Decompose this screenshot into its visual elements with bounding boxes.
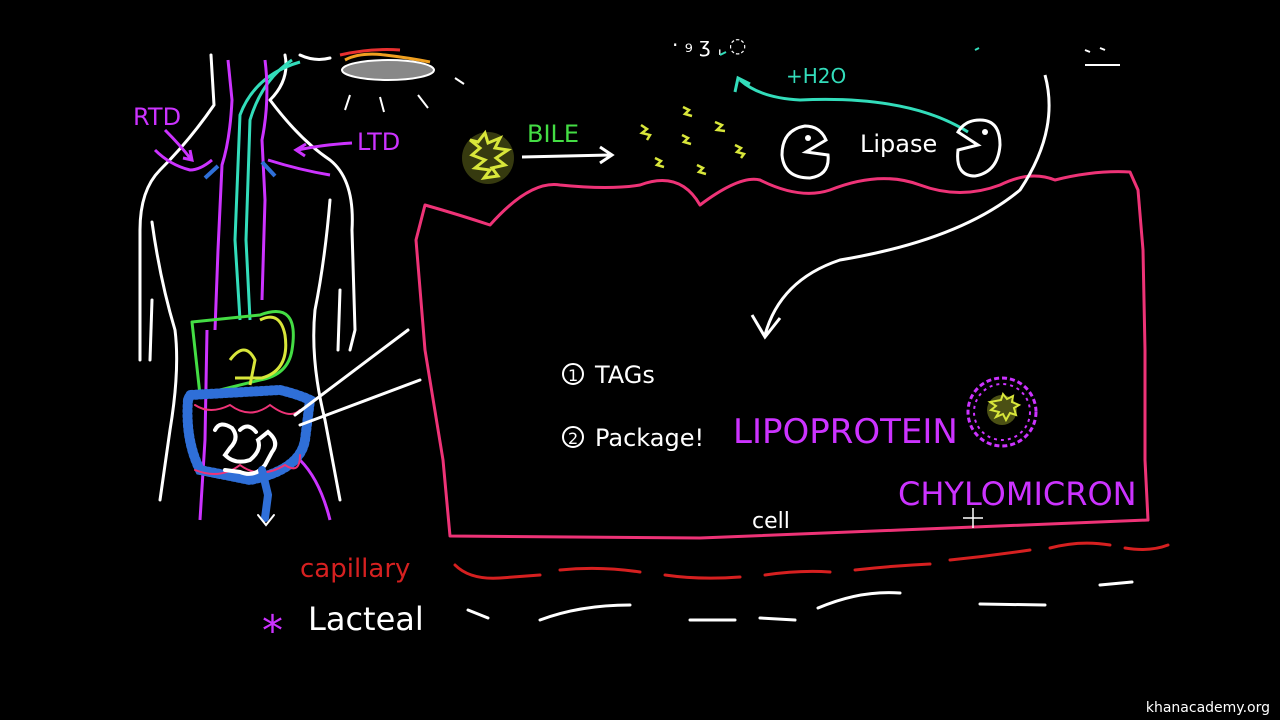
bile-arrow <box>521 145 615 165</box>
rtd-arrow <box>163 128 194 162</box>
lamp-icon <box>339 48 465 113</box>
capillary-vessel <box>453 541 1170 580</box>
h2o-label: +H2O <box>786 64 846 88</box>
arm-right-inner <box>336 288 342 352</box>
h2o-arrow <box>733 75 969 134</box>
pacman-eye-right <box>982 129 988 135</box>
capillary-label: capillary <box>300 554 410 584</box>
rtd-label: RTD <box>133 103 181 131</box>
ltd-arrow <box>293 141 353 158</box>
cell-label: cell <box>752 509 790 534</box>
intestines <box>182 328 422 527</box>
arm-left-inner <box>148 298 154 362</box>
ltd-label: LTD <box>357 128 400 156</box>
step2-label: Package! <box>595 424 704 452</box>
absorption-arrow <box>750 74 1051 340</box>
body-figure <box>138 53 357 502</box>
lacteal-star: * <box>262 606 283 655</box>
torso-left <box>150 220 179 502</box>
chylomicron-label: CHYLOMICRON <box>898 475 1137 513</box>
neck-left <box>138 53 216 362</box>
bile-label: BILE <box>527 120 579 148</box>
lacteal-vessel <box>466 580 1134 622</box>
lymph-ducts <box>153 59 332 521</box>
watermark: khanacademy.org <box>1145 700 1270 716</box>
lipoprotein-label: LIPOPROTEIN <box>733 412 958 452</box>
pacman-icon-right <box>955 118 1002 178</box>
pacman-eye-left <box>805 135 811 141</box>
step1-number: 1 <box>568 366 578 385</box>
step1-label: TAGs <box>594 361 655 389</box>
head-bottom <box>298 53 332 61</box>
top-marks-right <box>1084 47 1120 66</box>
pacman-icon-left <box>780 124 830 180</box>
cursor-icon <box>963 508 983 528</box>
enterocyte-cell-outline <box>414 170 1150 540</box>
step2-number: 2 <box>568 429 578 448</box>
lipase-label: Lipase <box>860 130 937 158</box>
step2-circle <box>562 426 584 448</box>
emulsified-droplets <box>639 105 747 176</box>
top-partial-text: · ₉ ʒ ˌ ◌ <box>672 33 746 57</box>
torso-right <box>312 198 342 502</box>
fat-globule <box>462 129 514 184</box>
chylomicron-icon <box>966 376 1038 448</box>
teal-mark-top <box>719 47 980 56</box>
liver <box>190 310 295 397</box>
esophagus <box>233 58 301 321</box>
step1-circle <box>562 363 584 385</box>
lacteal-label: Lacteal <box>308 600 424 638</box>
neck-right <box>268 53 357 352</box>
duct-markers <box>203 160 277 180</box>
